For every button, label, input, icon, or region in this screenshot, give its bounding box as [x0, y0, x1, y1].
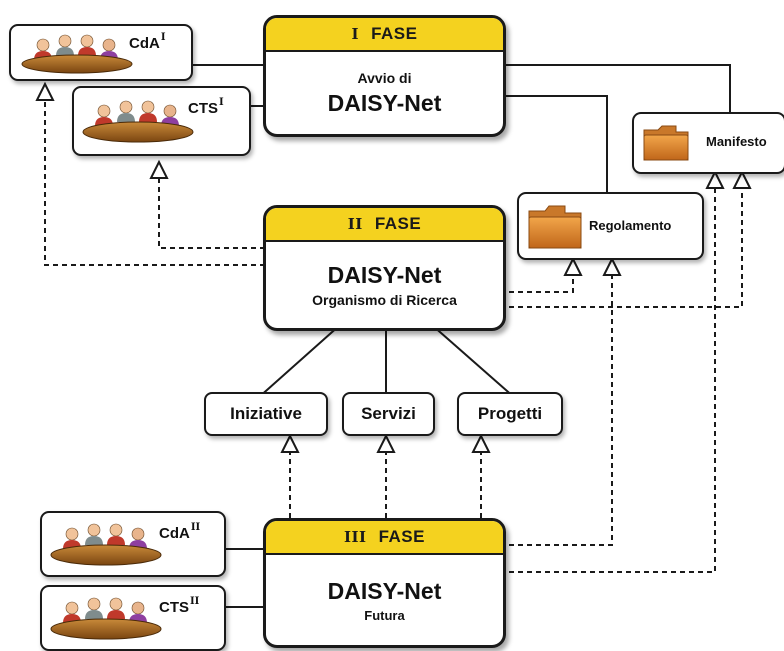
- phase1-label: FASE: [371, 24, 418, 43]
- arrow-regolamento-a: [563, 256, 583, 276]
- line-phase2-iniziative: [257, 324, 341, 399]
- phase3-box[interactable]: III FASE DAISY-Net Futura: [263, 518, 506, 648]
- progetti-box[interactable]: Progetti: [457, 392, 563, 436]
- phase3-label: FASE: [378, 527, 425, 546]
- cts1-label: CTS: [188, 100, 218, 117]
- group-cts2[interactable]: CTSII: [40, 585, 226, 651]
- arrow-iniziative: [280, 433, 300, 453]
- dash-phase2-cts1: [158, 178, 265, 249]
- regolamento-box[interactable]: Regolamento: [517, 192, 704, 260]
- progetti-label: Progetti: [477, 404, 543, 423]
- arrowheads: [35, 81, 752, 453]
- dash-phase3-manifesto: [500, 188, 716, 573]
- regolamento-label: Regolamento: [589, 218, 672, 233]
- phase2-label: FASE: [374, 214, 422, 233]
- dash-phase2-cda1: [44, 100, 265, 266]
- phase2-box[interactable]: II FASE DAISY-Net Organismo di Ricerca: [263, 205, 506, 331]
- phase1-line2: DAISY-Net: [327, 89, 442, 116]
- line-phase2-progetti: [431, 324, 516, 399]
- phase2-line2: Organismo di Ricerca: [312, 292, 457, 308]
- cts2-sup: II: [190, 596, 200, 607]
- phase2-line1: DAISY-Net: [327, 262, 442, 288]
- cda2-sup: II: [190, 522, 201, 533]
- servizi-label: Servizi: [361, 404, 416, 423]
- arrow-progetti: [471, 433, 491, 453]
- dashed-connectors: [44, 100, 743, 573]
- cts2-label: CTS: [159, 599, 189, 616]
- arrow-servizi: [376, 433, 396, 453]
- phase2-header: II FASE: [266, 208, 503, 242]
- folder-icon: [643, 125, 689, 161]
- meeting-table-icon: [50, 523, 162, 566]
- phase1-header: I FASE: [266, 18, 503, 52]
- arrow-manifesto-a: [705, 169, 725, 189]
- phase1-line1: Avvio di: [357, 69, 412, 86]
- manifesto-box[interactable]: Manifesto: [632, 112, 784, 174]
- arrow-cda1: [35, 81, 55, 101]
- meeting-table-icon: [82, 100, 194, 143]
- meeting-table-icon: [50, 597, 162, 640]
- arrow-manifesto-b: [732, 169, 752, 189]
- group-cts1[interactable]: CTSI: [72, 86, 251, 156]
- cda1-sup: I: [160, 32, 166, 43]
- group-cda2[interactable]: CdAII: [40, 511, 226, 577]
- meeting-table-icon: [21, 34, 133, 74]
- phase3-header: III FASE: [266, 521, 503, 555]
- cda1-label: CdA: [129, 35, 160, 52]
- line-phase1-manifesto: [500, 64, 731, 112]
- arrow-cts1: [149, 159, 169, 179]
- iniziative-box[interactable]: Iniziative: [204, 392, 328, 436]
- phase1-box[interactable]: I FASE Avvio di DAISY-Net: [263, 15, 506, 137]
- folder-icon: [528, 205, 582, 249]
- line-phase1-regolamento: [500, 95, 608, 192]
- solid-connectors: [190, 64, 731, 608]
- phase2-roman: II: [347, 215, 363, 233]
- manifesto-label: Manifesto: [706, 134, 767, 149]
- arrow-regolamento-b: [602, 256, 622, 276]
- phase1-roman: I: [351, 25, 360, 43]
- phase3-roman: III: [344, 528, 367, 546]
- phase3-line2: Futura: [364, 607, 405, 623]
- group-cda1[interactable]: CdAI: [9, 24, 193, 81]
- dash-phase2-regolamento: [500, 275, 574, 293]
- iniziative-label: Iniziative: [230, 404, 302, 423]
- cda2-label: CdA: [159, 525, 190, 542]
- servizi-box[interactable]: Servizi: [342, 392, 435, 436]
- cts1-sup: I: [219, 97, 224, 108]
- dash-phase3-regolamento: [500, 275, 613, 546]
- phase3-line1: DAISY-Net: [327, 577, 442, 604]
